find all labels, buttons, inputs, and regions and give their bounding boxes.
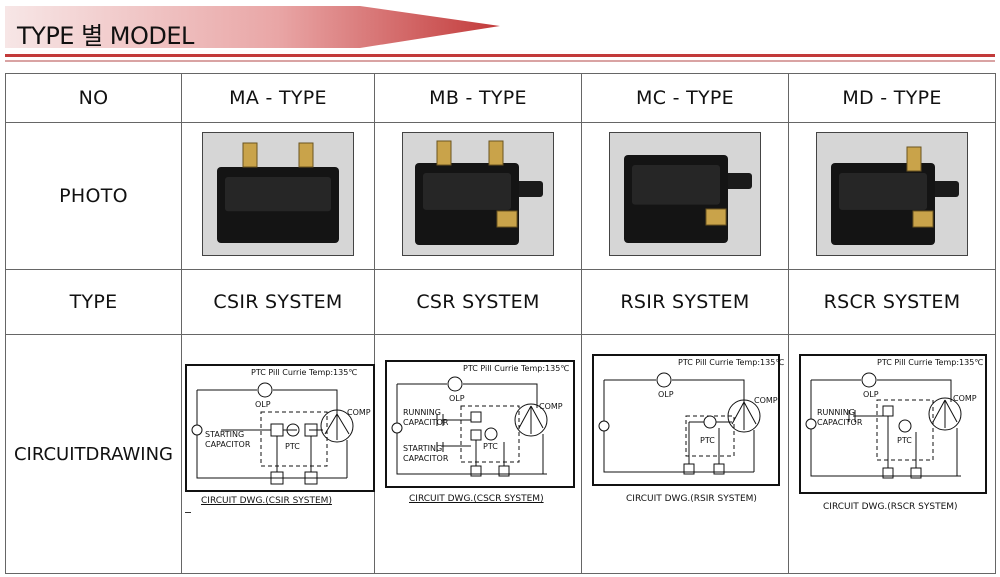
capacitor-label-2: CAPACITOR [205,440,251,449]
banner-arrow-shape [5,6,500,48]
capacitor-label-1: RUNNING [817,408,855,417]
capacitor-label-3: STARTING [403,444,443,453]
ptc-temp-label: PTC Pill Currie Temp:135℃ [463,364,570,373]
model-mc: MC - TYPE [581,73,789,123]
mounting-ear [722,172,752,189]
ptc-label: PTC [897,436,912,445]
system-mc: RSIR SYSTEM [581,269,789,335]
capacitor-label-1: STARTING [205,430,245,439]
comp-label: COMP [539,402,563,411]
terminal-tab [496,210,518,227]
circuit-wiring [191,382,354,485]
photo-md [816,131,968,256]
ptc-temp-label: PTC Pill Currie Temp:135℃ [678,358,785,367]
capacitor-label-4: CAPACITOR [403,454,449,463]
model-md: MD - TYPE [788,73,996,123]
mounting-ear [513,180,543,197]
circuit-caption-mb: CIRCUIT DWG.(CSCR SYSTEM) [409,494,544,504]
circuit-diagram-mb: PTC Pill Currie Temp:135℃ OLP COMP RUNNI… [385,360,575,488]
header-rule-thin [5,60,995,62]
ptc-label: PTC [483,442,498,451]
system-mb: CSR SYSTEM [374,269,582,335]
relay-face [423,172,511,210]
ptc-label: PTC [700,436,715,445]
ptc-temp-label: PTC Pill Currie Temp:135℃ [877,358,984,367]
mounting-ear [929,180,959,197]
olp-label: OLP [863,390,879,399]
table-row-photo: PHOTO [5,122,996,270]
terminal-tab [488,140,504,165]
relay-face [225,176,331,211]
circuit-caption-mc: CIRCUIT DWG.(RSIR SYSTEM) [626,494,757,504]
ptc-temp-label: PTC Pill Currie Temp:135℃ [251,368,358,377]
comp-label: COMP [953,394,977,403]
circuit-diagram-ma: PTC Pill Currie Temp:135℃ OLP COMP START… [185,364,375,492]
terminal-tab [436,140,452,165]
circuit-md: PTC Pill Currie Temp:135℃ OLP COMP RUNNI… [799,346,987,562]
table-row-circuit: CIRCUITDRAWING [5,334,996,574]
ptc-label: PTC [285,442,300,451]
circuit-ma: PTC Pill Currie Temp:135℃ OLP COMP START… [185,346,375,562]
circuit-wiring [805,372,962,479]
header-rule [5,54,995,57]
relay-face [839,172,927,210]
circuit-diagram-mc: PTC Pill Currie Temp:135℃ OLP COMP PTC [592,354,784,486]
circuit-caption-md: CIRCUIT DWG.(RSCR SYSTEM) [823,502,958,512]
page-title: TYPE 별 MODEL [17,22,194,50]
caption-tick [185,512,191,513]
system-ma: CSIR SYSTEM [181,269,375,335]
capacitor-label-2: CAPACITOR [817,418,863,427]
model-table: NO MA - TYPE MB - TYPE MC - TYPE MD - TY… [5,73,996,574]
comp-label: COMP [347,408,371,417]
terminal-tab [906,146,922,171]
capacitor-label-2: CAPACITOR [403,418,449,427]
olp-label: OLP [255,400,271,409]
circuit-mb: PTC Pill Currie Temp:135℃ OLP COMP RUNNI… [385,346,575,562]
row-label-type: TYPE [5,269,182,335]
relay-face [632,164,720,205]
row-label-photo: PHOTO [5,122,182,270]
capacitor-label-1: RUNNING [403,408,441,417]
terminal-tab [242,142,258,167]
table-row-type: TYPE CSIR SYSTEM CSR SYSTEM RSIR SYSTEM … [5,269,996,335]
terminal-tab [912,210,934,227]
photo-mb [402,131,554,256]
model-ma: MA - TYPE [181,73,375,123]
terminal-tab [298,142,314,167]
olp-label: OLP [658,390,674,399]
table-row-no: NO MA - TYPE MB - TYPE MC - TYPE MD - TY… [5,73,996,123]
circuit-caption-ma: CIRCUIT DWG.(CSIR SYSTEM) [201,496,332,506]
circuit-mc: PTC Pill Currie Temp:135℃ OLP COMP PTC C… [592,346,784,562]
terminal-tab [705,208,727,225]
model-mb: MB - TYPE [374,73,582,123]
olp-label: OLP [449,394,465,403]
comp-label: COMP [754,396,778,405]
photo-mc [609,131,761,256]
row-label-no: NO [5,73,182,123]
system-md: RSCR SYSTEM [788,269,996,335]
row-label-circuit: CIRCUITDRAWING [5,334,182,574]
header-banner: TYPE 별 MODEL [5,6,500,50]
circuit-wiring [391,376,548,477]
photo-ma [202,131,354,256]
circuit-wiring [598,372,761,475]
circuit-diagram-md: PTC Pill Currie Temp:135℃ OLP COMP RUNNI… [799,354,987,494]
